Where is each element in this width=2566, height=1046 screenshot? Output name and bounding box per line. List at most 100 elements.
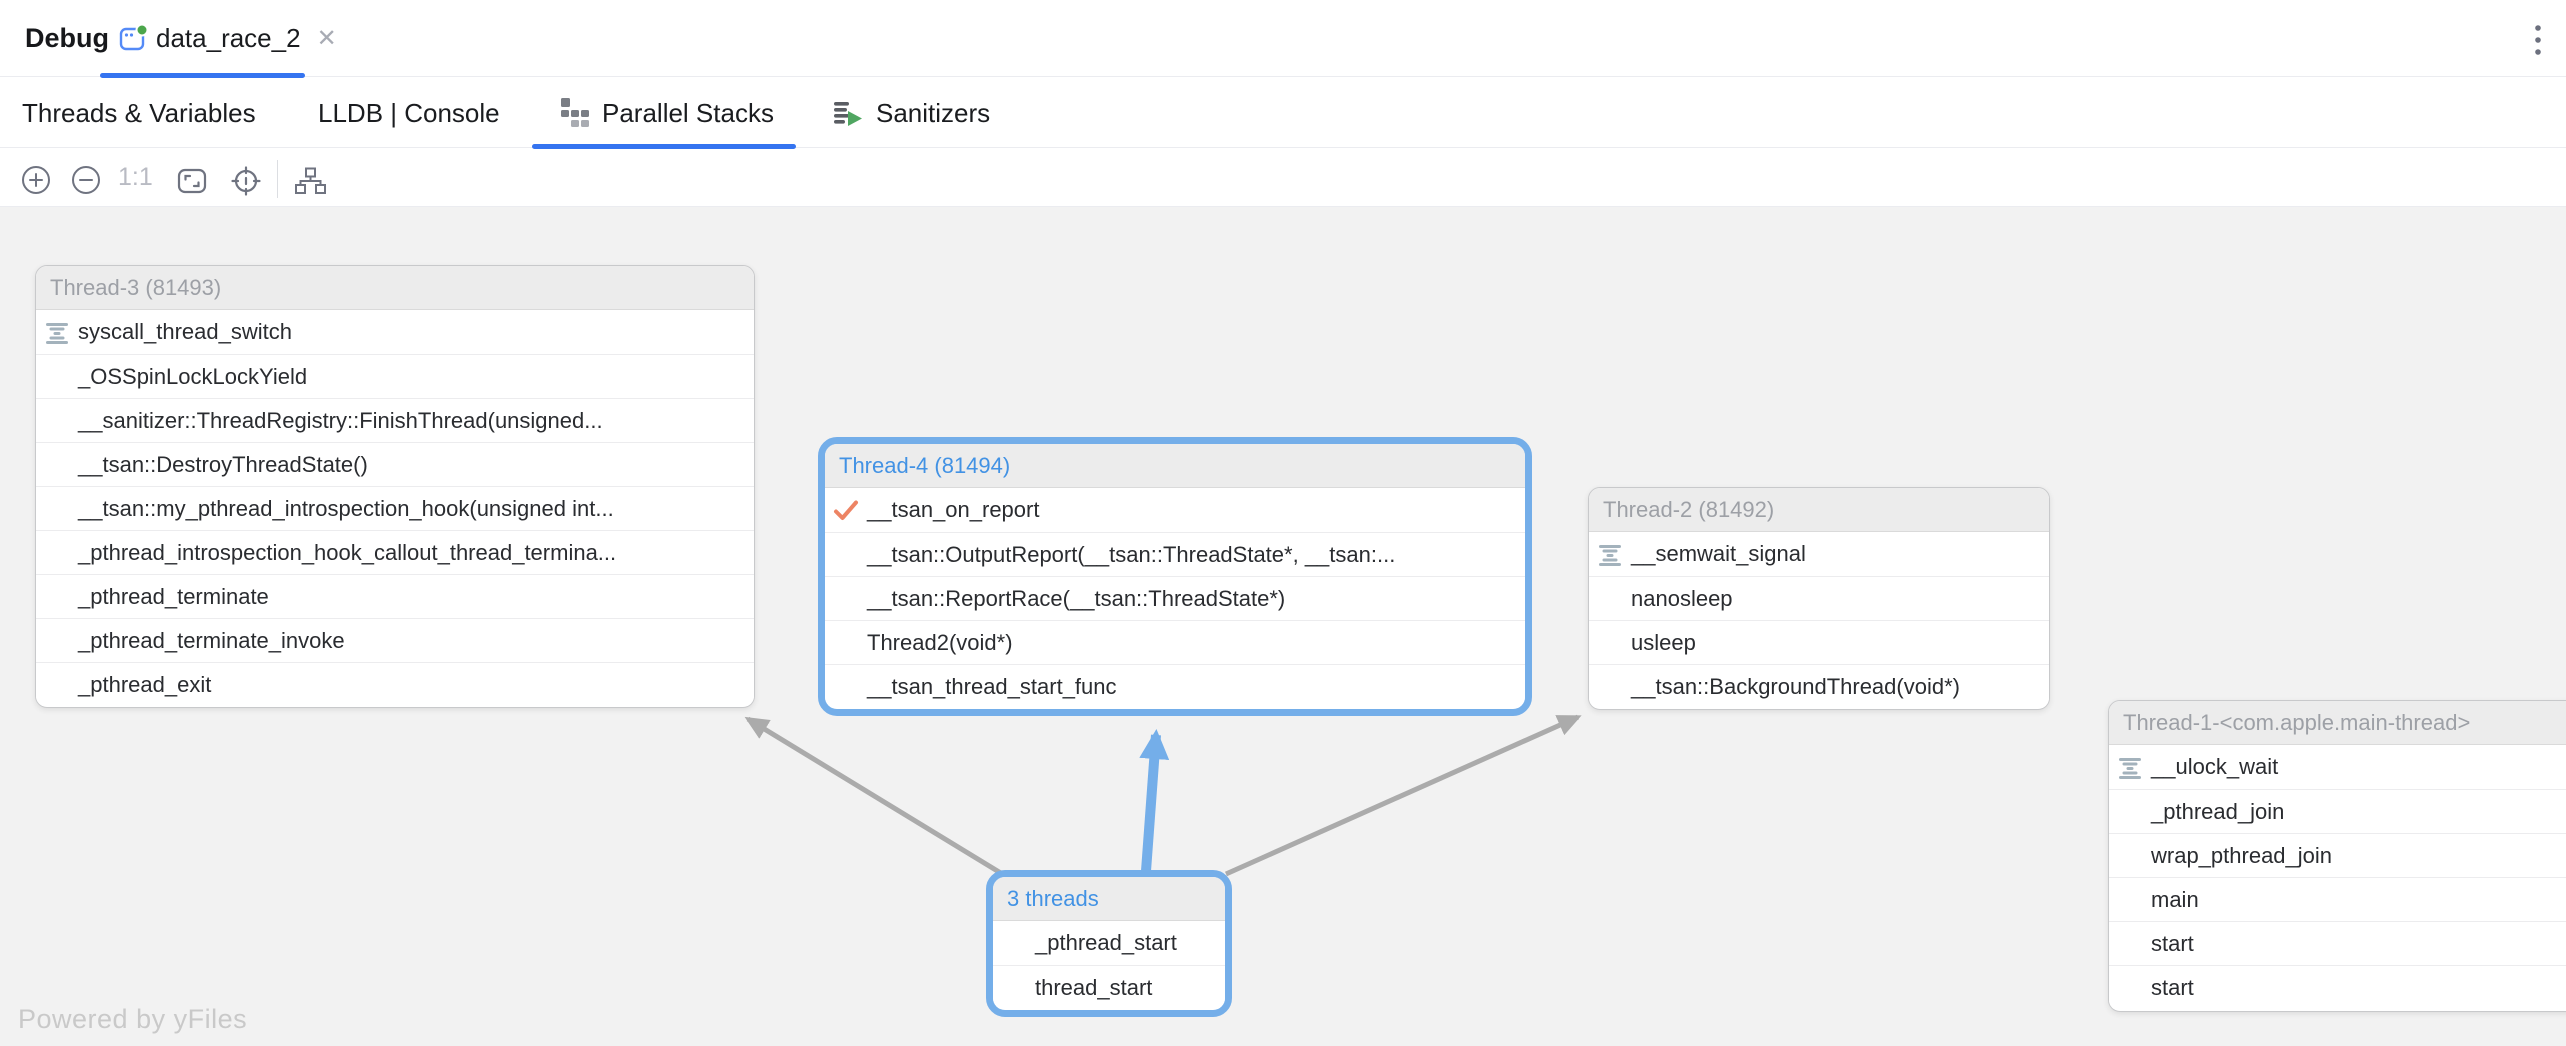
stack-frames: __tsan_on_report__tsan::OutputReport(__t… xyxy=(825,488,1525,708)
stack-frame-row[interactable]: __sanitizer::ThreadRegistry::FinishThrea… xyxy=(36,398,754,442)
stack-frame-row[interactable]: wrap_pthread_join xyxy=(2109,833,2566,877)
frame-label: __ulock_wait xyxy=(2151,754,2278,780)
frame-icon-gutter xyxy=(1596,673,1624,701)
frame-icon-gutter xyxy=(1000,974,1028,1002)
actual-size-button[interactable]: 1:1 xyxy=(118,163,153,192)
stack-frame-row[interactable]: __tsan::BackgroundThread(void*) xyxy=(1589,664,2049,708)
sanitizers-icon xyxy=(832,97,864,129)
frame-icon-gutter xyxy=(832,585,860,613)
stack-frames: __ulock_wait _pthread_join wrap_pthread_jo… xyxy=(2109,745,2566,1009)
stack-frame-row[interactable]: _pthread_start xyxy=(993,921,1225,965)
frame-icon-gutter xyxy=(2116,886,2144,914)
thread-box-header[interactable]: Thread-1-<com.apple.main-thread> xyxy=(2109,701,2566,745)
stack-frame-row[interactable]: __tsan::my_pthread_introspection_hook(un… xyxy=(36,486,754,530)
frame-label: start xyxy=(2151,931,2194,957)
frame-icon-gutter xyxy=(43,627,71,655)
close-icon[interactable]: ✕ xyxy=(317,27,337,51)
frame-icon-gutter xyxy=(2116,842,2144,870)
thread-box-header[interactable]: Thread-3 (81493) xyxy=(36,266,754,310)
stack-frames: __semwait_signalnanosleepusleep__tsan::B… xyxy=(1589,532,2049,708)
parallel-stacks-canvas[interactable]: Thread-3 (81493) syscall_thread_switch _OS… xyxy=(0,207,2566,1046)
frame-icon-gutter xyxy=(43,495,71,523)
frame-label: thread_start xyxy=(1035,975,1152,1001)
tab-label: Parallel Stacks xyxy=(602,98,774,129)
thread-node-thread-2[interactable]: Thread-2 (81492)__semwait_signalnanoslee… xyxy=(1588,487,2050,710)
fit-content-button[interactable] xyxy=(176,165,208,197)
stack-frame-row[interactable]: usleep xyxy=(1589,620,2049,664)
center-selection-button[interactable] xyxy=(230,165,262,197)
thread-box-header[interactable]: 3 threads xyxy=(993,877,1225,921)
stack-frames: syscall_thread_switch _OSSpinLockLockYiel… xyxy=(36,310,754,706)
frame-icon-gutter xyxy=(43,671,71,699)
edge-to-thread-3 xyxy=(748,719,1004,875)
stack-frame-row[interactable]: _OSSpinLockLockYield xyxy=(36,354,754,398)
thread-box-header[interactable]: Thread-2 (81492) xyxy=(1589,488,2049,532)
edge-to-thread-4-selected xyxy=(1146,735,1156,871)
tab-sanitizers[interactable]: Sanitizers xyxy=(832,78,990,148)
debugger-tab-bar: Threads & Variables LLDB | Console Paral… xyxy=(0,78,2566,148)
kebab-menu-icon[interactable] xyxy=(2524,22,2552,58)
stack-frame-row[interactable]: __tsan_on_report xyxy=(825,488,1525,532)
tab-parallel-stacks[interactable]: Parallel Stacks xyxy=(560,78,774,148)
toolbar-separator xyxy=(277,160,278,198)
frame-icon-gutter xyxy=(1000,929,1028,957)
thread-node-thread-4-selected[interactable]: Thread-4 (81494)__tsan_on_report__tsan::… xyxy=(818,437,1532,716)
stack-frame-row[interactable]: main xyxy=(2109,877,2566,921)
tab-lldb-console[interactable]: LLDB | Console xyxy=(318,78,500,148)
thread-box-header[interactable]: Thread-4 (81494) xyxy=(825,444,1525,488)
tab-label: Threads & Variables xyxy=(22,98,256,129)
session-tab-data-race-2[interactable]: data_race_2 ✕ xyxy=(100,0,305,77)
stack-frame-row[interactable]: _pthread_terminate_invoke xyxy=(36,618,754,662)
layout-graph-button[interactable] xyxy=(294,165,326,197)
stack-frame-row[interactable]: Thread2(void*) xyxy=(825,620,1525,664)
frame-icon-gutter xyxy=(1596,629,1624,657)
frame-label: _pthread_join xyxy=(2151,799,2284,825)
stack-frame-row[interactable]: nanosleep xyxy=(1589,576,2049,620)
frame-icon-gutter xyxy=(1596,585,1624,613)
frame-label: start xyxy=(2151,975,2194,1001)
frame-label: __semwait_signal xyxy=(1631,541,1806,567)
stack-frame-row[interactable]: _pthread_join xyxy=(2109,789,2566,833)
stack-frame-row[interactable]: start xyxy=(2109,921,2566,965)
stack-frame-row[interactable]: __tsan::DestroyThreadState() xyxy=(36,442,754,486)
frame-icon-gutter xyxy=(43,583,71,611)
frame-label: _pthread_introspection_hook_callout_thre… xyxy=(78,540,616,566)
stack-frame-row[interactable]: start xyxy=(2109,965,2566,1009)
thread-group-node-3-threads[interactable]: 3 threads_pthread_start thread_start xyxy=(986,870,1232,1017)
frame-label: Thread2(void*) xyxy=(867,630,1013,656)
stack-frame-row[interactable]: __tsan::ReportRace(__tsan::ThreadState*) xyxy=(825,576,1525,620)
zoom-out-button[interactable] xyxy=(70,164,102,196)
stack-frame-row[interactable]: _pthread_exit xyxy=(36,662,754,706)
thread-paused-icon xyxy=(2116,753,2144,781)
stack-frame-row[interactable]: __tsan_thread_start_func xyxy=(825,664,1525,708)
tab-label: LLDB | Console xyxy=(318,98,500,129)
frame-label: __tsan_thread_start_func xyxy=(867,674,1117,700)
stack-frames: _pthread_start thread_start xyxy=(993,921,1225,1009)
tab-threads-variables[interactable]: Threads & Variables xyxy=(22,78,256,148)
graph-toolbar: 1:1 xyxy=(0,149,2566,207)
frame-icon-gutter xyxy=(43,451,71,479)
frame-label: _pthread_terminate_invoke xyxy=(78,628,345,654)
thread-paused-icon xyxy=(43,318,71,346)
frame-label: __tsan::DestroyThreadState() xyxy=(78,452,368,478)
thread-node-thread-3[interactable]: Thread-3 (81493) syscall_thread_switch _OS… xyxy=(35,265,755,708)
stack-frame-row[interactable]: thread_start xyxy=(993,965,1225,1009)
frame-label: __tsan::BackgroundThread(void*) xyxy=(1631,674,1960,700)
zoom-in-button[interactable] xyxy=(20,164,52,196)
stack-frame-row[interactable]: __ulock_wait xyxy=(2109,745,2566,789)
frame-icon-gutter xyxy=(43,539,71,567)
stack-frame-row[interactable]: __tsan::OutputReport(__tsan::ThreadState… xyxy=(825,532,1525,576)
stack-frame-row[interactable]: __semwait_signal xyxy=(1589,532,2049,576)
thread-node-thread-1[interactable]: Thread-1-<com.apple.main-thread>__ulock_… xyxy=(2108,700,2566,1012)
frame-label: syscall_thread_switch xyxy=(78,319,292,345)
frame-icon-gutter xyxy=(832,541,860,569)
current-frame-check-icon xyxy=(832,496,860,524)
stack-frame-row[interactable]: _pthread_terminate xyxy=(36,574,754,618)
stack-frame-row[interactable]: _pthread_introspection_hook_callout_thre… xyxy=(36,530,754,574)
frame-label: __tsan_on_report xyxy=(867,497,1039,523)
thread-paused-icon xyxy=(1596,540,1624,568)
session-tab-label: data_race_2 xyxy=(156,23,301,54)
stack-frame-row[interactable]: syscall_thread_switch xyxy=(36,310,754,354)
frame-label: nanosleep xyxy=(1631,586,1733,612)
